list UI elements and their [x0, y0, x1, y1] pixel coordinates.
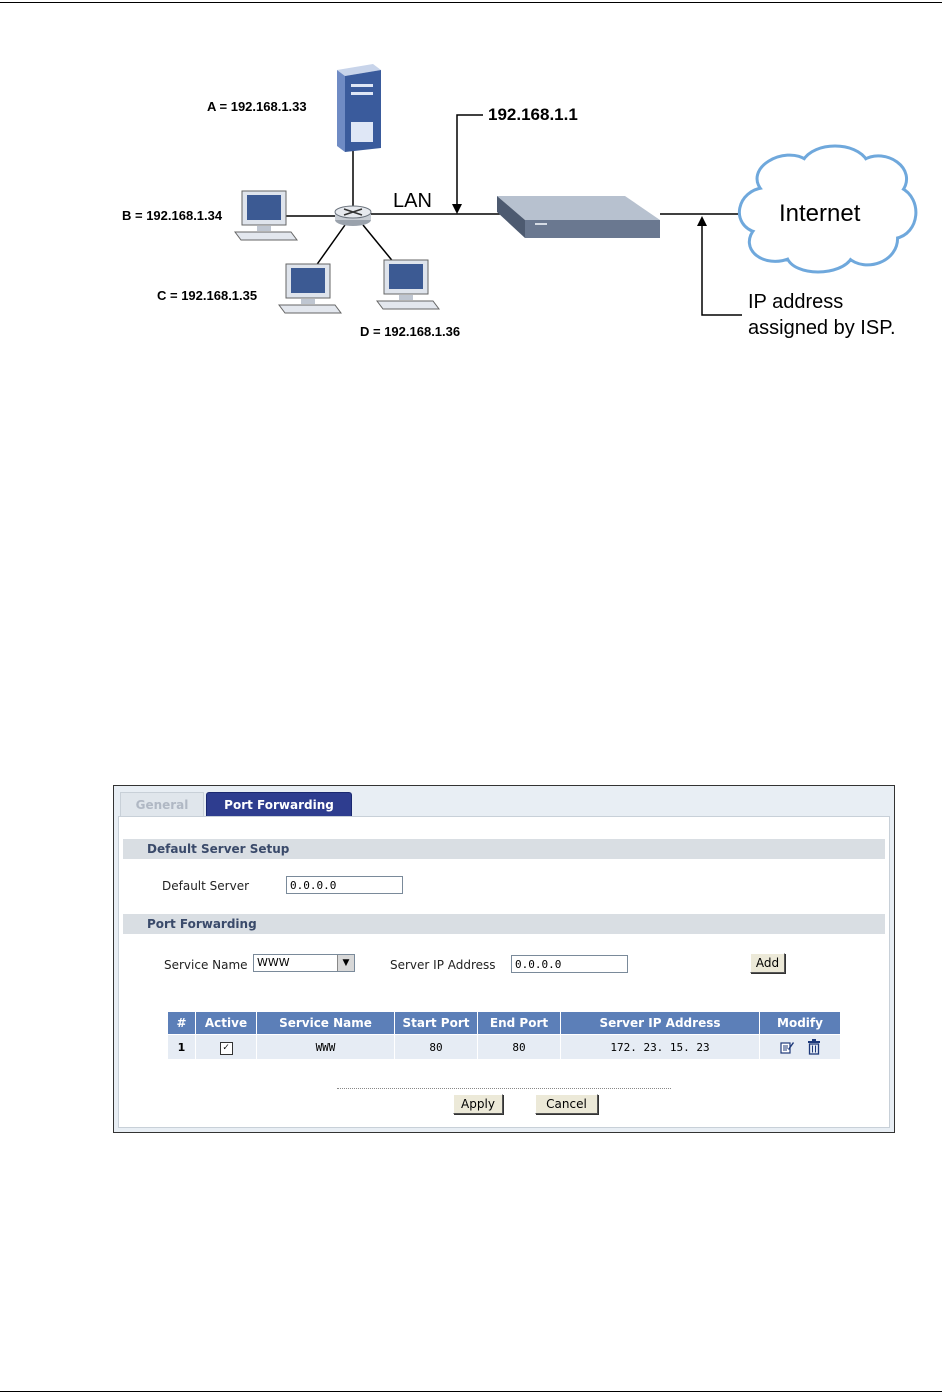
trash-icon[interactable] — [807, 1039, 821, 1055]
apply-button[interactable]: Apply — [453, 1094, 503, 1114]
hub-icon — [335, 206, 371, 226]
col-header-end-port: End Port — [478, 1012, 561, 1035]
table-row: 1 ✓ WWW 80 80 172. 23. 15. 23 — [168, 1035, 841, 1060]
bottom-rule — [0, 1391, 942, 1392]
server-ip-cell: 172. 23. 15. 23 — [561, 1035, 760, 1060]
table-header-row: # Active Service Name Start Port End Por… — [168, 1012, 841, 1035]
lan-label: LAN — [393, 190, 432, 213]
button-divider — [337, 1088, 671, 1089]
lan-ip-arrowhead — [452, 204, 462, 214]
link-c — [313, 225, 345, 270]
server-icon — [337, 64, 381, 152]
active-cell: ✓ — [196, 1035, 257, 1060]
router-ip-label: 192.168.1.1 — [488, 105, 578, 125]
port-forwarding-table: # Active Service Name Start Port End Por… — [167, 1011, 841, 1060]
col-header-service-name: Service Name — [257, 1012, 395, 1035]
link-d — [363, 225, 395, 264]
host-b-label: B = 192.168.1.34 — [122, 208, 222, 223]
network-diagram: A = 192.168.1.33 B = 192.168.1.34 C = 19… — [105, 60, 925, 345]
server-ip-input[interactable]: 0.0.0.0 — [511, 955, 628, 973]
col-header-start-port: Start Port — [395, 1012, 478, 1035]
content-panel: Default Server Setup Default Server 0.0.… — [118, 816, 890, 1128]
cancel-button[interactable]: Cancel — [535, 1094, 598, 1114]
isp-arrowhead — [697, 216, 707, 226]
default-server-input[interactable]: 0.0.0.0 — [286, 876, 403, 894]
tab-general[interactable]: General — [120, 792, 204, 816]
isp-label-line2: assigned by ISP. — [748, 315, 896, 341]
start-port-cell: 80 — [395, 1035, 478, 1060]
server-ip-label: Server IP Address — [390, 958, 496, 972]
internet-label: Internet — [779, 200, 860, 228]
edit-icon[interactable] — [779, 1039, 795, 1055]
row-number: 1 — [168, 1035, 196, 1060]
default-server-label: Default Server — [162, 879, 249, 893]
pc-icon-d — [377, 260, 439, 309]
service-name-select-value: WWW — [257, 955, 290, 971]
host-a-label: A = 192.168.1.33 — [207, 99, 307, 114]
col-header-num: # — [168, 1012, 196, 1035]
col-header-active: Active — [196, 1012, 257, 1035]
router-device-icon — [497, 196, 660, 238]
tab-bar: General Port Forwarding — [114, 786, 894, 816]
port-forwarding-screen: General Port Forwarding Default Server S… — [113, 785, 895, 1133]
service-name-select[interactable]: WWW ▼ — [253, 954, 355, 972]
service-name-label: Service Name — [164, 958, 248, 972]
modify-cell — [760, 1035, 841, 1060]
end-port-cell: 80 — [478, 1035, 561, 1060]
pc-icon-c — [279, 264, 341, 313]
active-checkbox[interactable]: ✓ — [220, 1042, 233, 1055]
service-name-cell: WWW — [257, 1035, 395, 1060]
add-button[interactable]: Add — [750, 953, 785, 973]
isp-arrow — [702, 218, 742, 315]
default-server-section-title: Default Server Setup — [123, 839, 885, 859]
port-forwarding-section-title: Port Forwarding — [123, 914, 885, 934]
host-c-label: C = 192.168.1.35 — [157, 288, 257, 303]
host-d-label: D = 192.168.1.36 — [360, 324, 460, 339]
lan-ip-arrow — [457, 115, 483, 212]
isp-label: IP address assigned by ISP. — [748, 289, 896, 341]
top-rule — [0, 2, 942, 3]
col-header-server-ip: Server IP Address — [561, 1012, 760, 1035]
col-header-modify: Modify — [760, 1012, 841, 1035]
isp-label-line1: IP address — [748, 289, 896, 315]
tab-port-forwarding[interactable]: Port Forwarding — [206, 792, 352, 816]
chevron-down-icon[interactable]: ▼ — [337, 955, 354, 971]
